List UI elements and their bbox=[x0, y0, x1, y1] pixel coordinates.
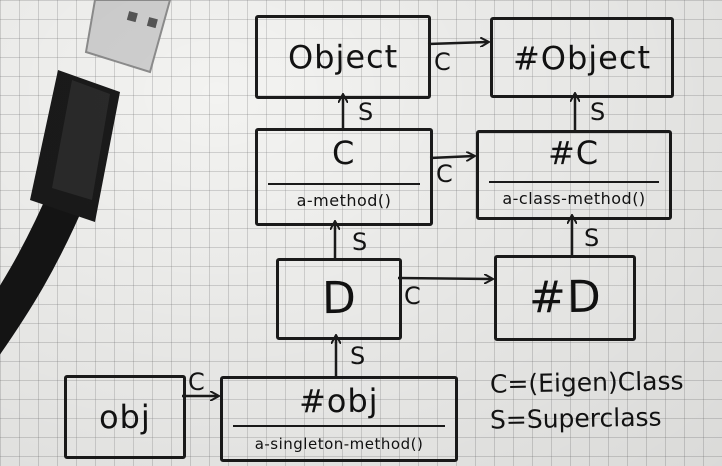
edge-label-d-eigen-d: C bbox=[404, 282, 421, 310]
edge-label-object-eigen-object: C bbox=[434, 48, 451, 76]
edge-label-c-eigen-c: C bbox=[436, 160, 453, 188]
box-c: C a-method() bbox=[255, 128, 433, 226]
box-eigen-obj-method: a-singleton-method() bbox=[254, 435, 424, 453]
box-eigen-d: #D bbox=[494, 255, 636, 341]
edge-label-eigen-c-eigen-object: S bbox=[590, 98, 606, 126]
edge-label-eigen-obj-d: S bbox=[350, 342, 366, 370]
edge-label-eigen-d-eigen-c: S bbox=[584, 224, 600, 252]
edge-label-obj-eigen-obj: C bbox=[188, 368, 205, 396]
box-eigen-obj: #obj a-singleton-method() bbox=[220, 376, 458, 462]
edge-label-d-c: S bbox=[352, 228, 368, 256]
box-c-divider bbox=[268, 183, 420, 185]
arrow-d-to-eigen-d bbox=[397, 278, 492, 279]
legend-eigenclass: C=(Eigen)Class bbox=[489, 366, 684, 399]
arrow-object-to-eigen-object bbox=[427, 42, 488, 44]
box-eigen-obj-divider bbox=[233, 425, 445, 427]
arrow-c-to-eigen-c bbox=[429, 156, 474, 158]
box-eigen-c-method: a-class-method() bbox=[502, 189, 646, 208]
box-obj: obj bbox=[64, 375, 186, 459]
legend-superclass: S=Superclass bbox=[489, 402, 662, 435]
box-eigen-c-divider bbox=[489, 181, 659, 183]
box-eigen-c: #C a-class-method() bbox=[476, 130, 672, 220]
edge-label-c-object: S bbox=[358, 98, 374, 126]
box-eigen-object: #Object bbox=[490, 17, 674, 98]
box-c-method: a-method() bbox=[296, 191, 392, 210]
